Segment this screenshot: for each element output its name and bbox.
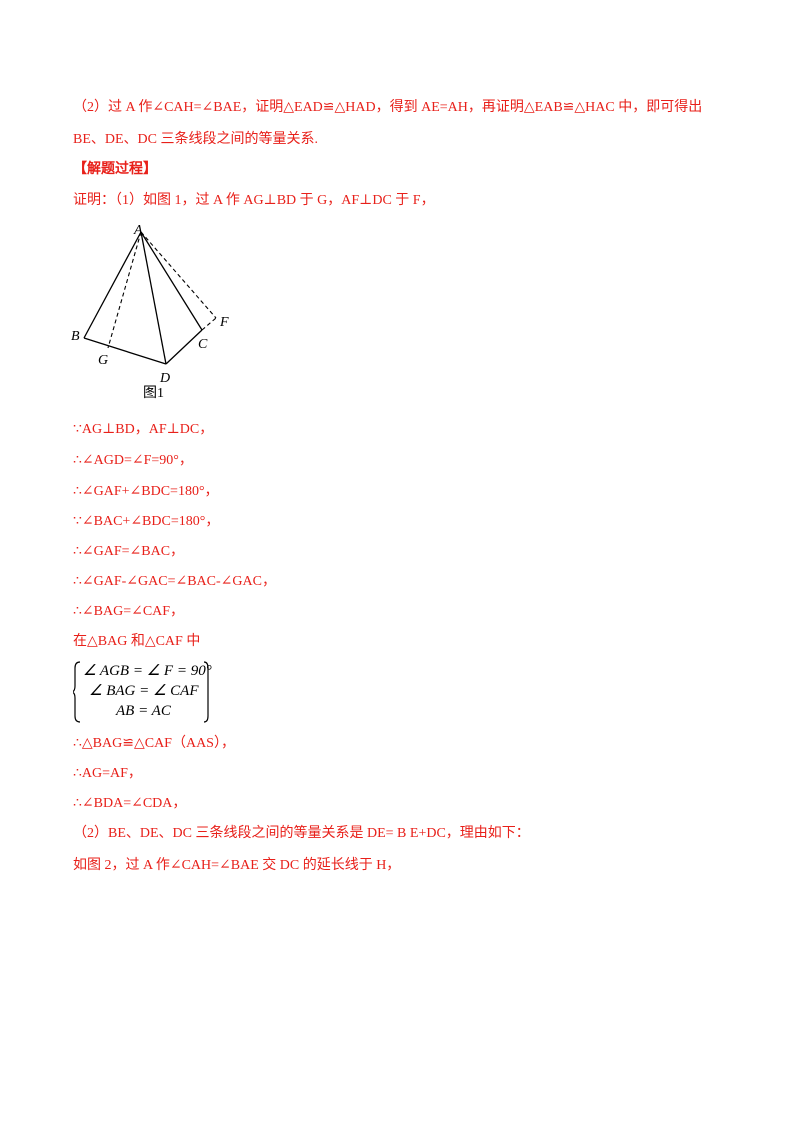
label-G: G bbox=[98, 353, 108, 368]
system-row-3: AB = AC bbox=[116, 703, 171, 719]
label-C: C bbox=[198, 337, 208, 352]
system-row-1: ∠ AGB = ∠ F = 90° bbox=[83, 663, 212, 679]
intro-line-2: BE、DE、DC 三条线段之间的等量关系. bbox=[73, 132, 318, 147]
equation-system: ∠ AGB = ∠ F = 90° ∠ BAG = ∠ CAF AB = AC bbox=[73, 660, 213, 723]
figure-1-diagram: A B G D C F bbox=[71, 223, 229, 386]
step-1: ∵AG⊥BD，AF⊥DC， bbox=[73, 422, 214, 437]
intro-line-1: （2）过 A 作∠CAH=∠BAE，证明△EAD≌△HAD，得到 AE=AH，再… bbox=[73, 100, 703, 115]
label-D: D bbox=[159, 371, 170, 386]
label-F: F bbox=[219, 315, 229, 330]
step-9: ∴△BAG≌△CAF（AAS）， bbox=[73, 736, 235, 751]
step-5: ∴∠GAF=∠BAC， bbox=[73, 544, 185, 559]
segment-AD bbox=[140, 231, 167, 365]
step-2: ∴∠AGD=∠F=90°， bbox=[73, 453, 193, 468]
segment-BD bbox=[83, 337, 167, 365]
segment-AC bbox=[140, 231, 203, 331]
step-10: ∴AG=AF， bbox=[73, 766, 142, 781]
step-8: 在△BAG 和△CAF 中 bbox=[73, 634, 201, 649]
system-braces bbox=[73, 661, 209, 723]
segment-AG-dashed bbox=[107, 231, 142, 349]
figure-1: A B G D C F 图1 bbox=[66, 220, 256, 410]
part-2-construction: 如图 2，过 A 作∠CAH=∠BAE 交 DC 的延长线于 H， bbox=[73, 858, 401, 873]
label-A: A bbox=[133, 223, 143, 238]
system-row-2: ∠ BAG = ∠ CAF bbox=[89, 683, 199, 699]
section-heading: 【解题过程】 bbox=[73, 162, 157, 177]
segment-CF-dashed bbox=[201, 317, 217, 331]
segment-AB bbox=[83, 231, 142, 339]
part-2-statement: （2）BE、DE、DC 三条线段之间的等量关系是 DE= B E+DC，理由如下… bbox=[73, 826, 530, 841]
figure-1-caption: 图1 bbox=[143, 386, 164, 401]
step-3: ∴∠GAF+∠BDC=180°， bbox=[73, 484, 219, 499]
step-4: ∵∠BAC+∠BDC=180°， bbox=[73, 514, 220, 529]
step-11: ∴∠BDA=∠CDA， bbox=[73, 796, 187, 811]
label-B: B bbox=[71, 329, 80, 344]
proof-start: 证明：（1）如图 1，过 A 作 AG⊥BD 于 G，AF⊥DC 于 F， bbox=[73, 193, 435, 208]
segment-AF-dashed bbox=[140, 231, 217, 319]
step-7: ∴∠BAG=∠CAF， bbox=[73, 604, 185, 619]
step-6: ∴∠GAF-∠GAC=∠BAC-∠GAC， bbox=[73, 574, 276, 589]
segment-DC bbox=[165, 329, 203, 365]
